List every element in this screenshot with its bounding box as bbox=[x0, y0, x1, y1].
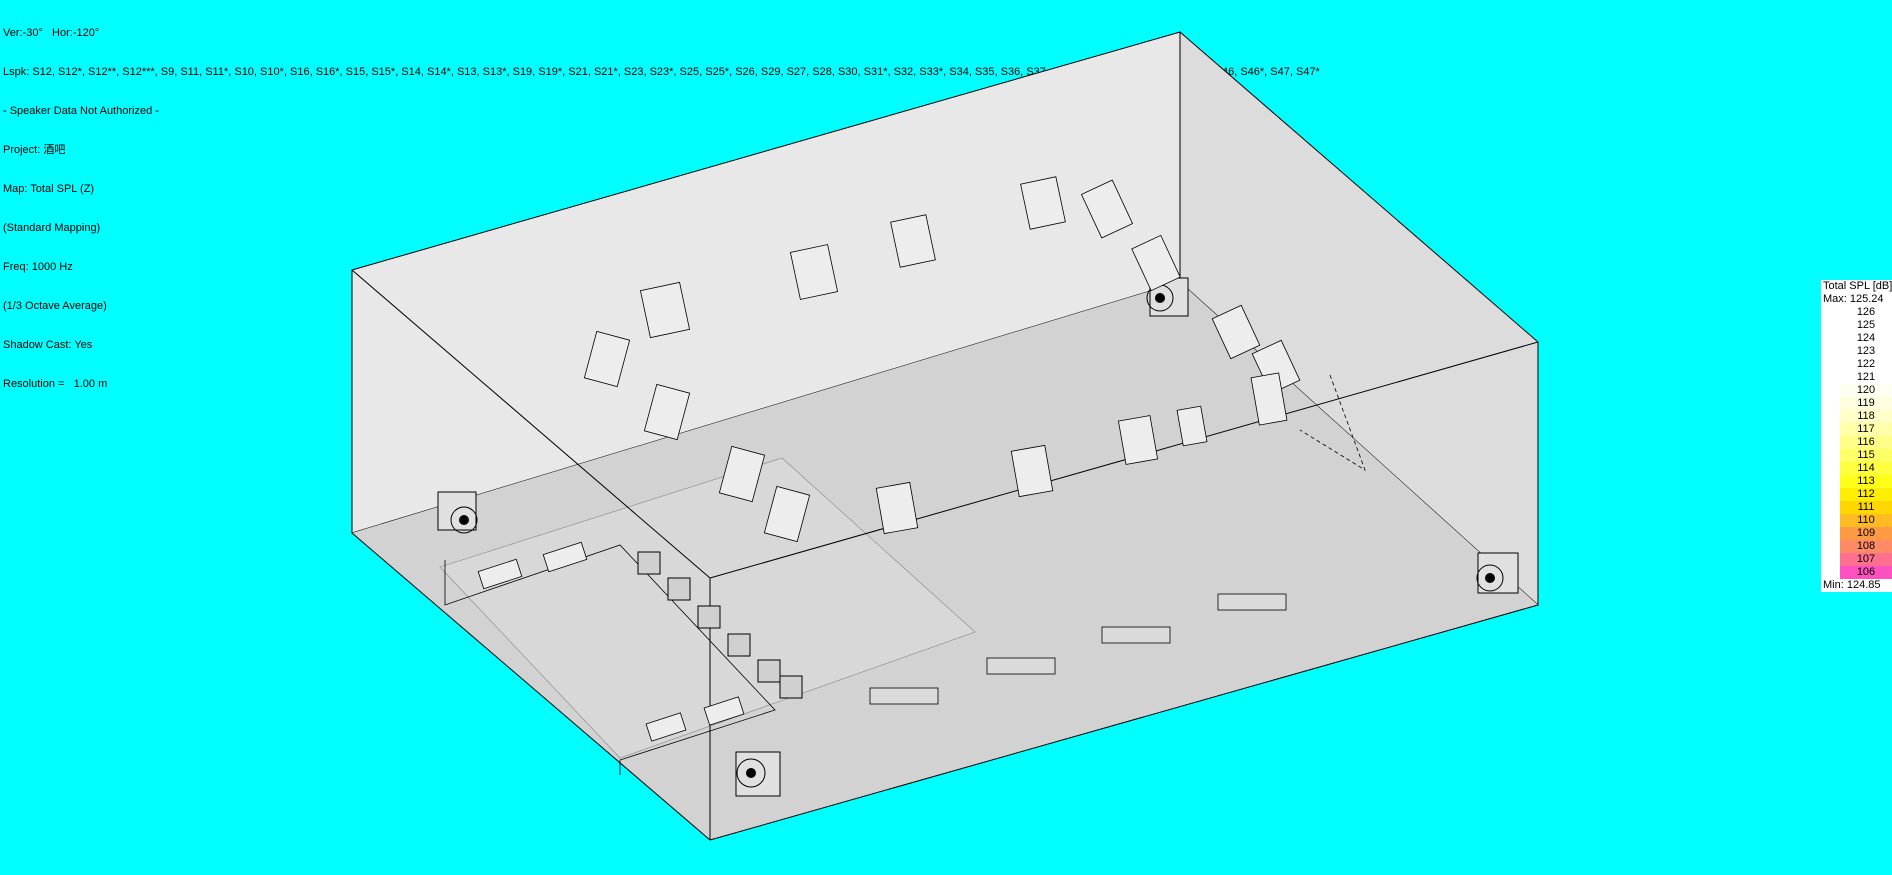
legend-level-label: 112 bbox=[1840, 488, 1892, 501]
legend-gap bbox=[1821, 488, 1840, 501]
legend-gap bbox=[1821, 475, 1840, 488]
legend-gap bbox=[1821, 345, 1840, 358]
floor-edge bbox=[351, 532, 711, 841]
subwoofer-cabinet[interactable] bbox=[1476, 552, 1519, 594]
legend-level-label: 123 bbox=[1840, 345, 1892, 358]
legend-level-label: 114 bbox=[1840, 462, 1892, 475]
line-array-cluster[interactable] bbox=[869, 593, 1287, 705]
legend-level-label: 111 bbox=[1840, 501, 1892, 514]
legend-gap bbox=[1821, 566, 1840, 579]
project-text: Project: 酒吧 bbox=[3, 144, 66, 156]
resolution-text: Resolution = 1.00 m bbox=[3, 378, 108, 390]
legend-level: 116 bbox=[1821, 436, 1892, 449]
legend-level: 117 bbox=[1821, 423, 1892, 436]
legend-level-label: 126 bbox=[1840, 306, 1892, 319]
legend-level-label: 119 bbox=[1840, 397, 1892, 410]
legend-gap bbox=[1821, 514, 1840, 527]
legend-level-label: 107 bbox=[1840, 553, 1892, 566]
bar-speaker-array[interactable] bbox=[637, 551, 803, 699]
mapping-text: (Standard Mapping) bbox=[3, 222, 101, 234]
legend-level: 120 bbox=[1821, 384, 1892, 397]
legend-level: 114 bbox=[1821, 462, 1892, 475]
legend-gap bbox=[1821, 501, 1840, 514]
floor-edge bbox=[709, 604, 1539, 841]
legend-gap bbox=[1821, 423, 1840, 436]
legend-gap bbox=[1821, 319, 1840, 332]
legend-level: 122 bbox=[1821, 358, 1892, 371]
legend-level-label: 109 bbox=[1840, 527, 1892, 540]
legend-level-label: 121 bbox=[1840, 371, 1892, 384]
legend-gap bbox=[1821, 397, 1840, 410]
legend-level-label: 115 bbox=[1840, 449, 1892, 462]
legend-level: 113 bbox=[1821, 475, 1892, 488]
legend-level: 112 bbox=[1821, 488, 1892, 501]
legend-level-label: 124 bbox=[1840, 332, 1892, 345]
legend-gap bbox=[1821, 358, 1840, 371]
legend-level: 106 bbox=[1821, 566, 1892, 579]
ceiling-edge bbox=[709, 341, 1539, 579]
legend-gap bbox=[1821, 449, 1840, 462]
legend-level-label: 113 bbox=[1840, 475, 1892, 488]
legend-level: 118 bbox=[1821, 410, 1892, 423]
legend-level-label: 122 bbox=[1840, 358, 1892, 371]
legend-title: Total SPL [dB] bbox=[1821, 280, 1892, 293]
legend-gap bbox=[1821, 332, 1840, 345]
map-text: Map: Total SPL (Z) bbox=[3, 183, 95, 195]
legend-gap bbox=[1821, 540, 1840, 553]
legend-level: 119 bbox=[1821, 397, 1892, 410]
legend-level: 108 bbox=[1821, 540, 1892, 553]
authorization-text: - Speaker Data Not Authorized - bbox=[3, 105, 159, 117]
legend-level-label: 120 bbox=[1840, 384, 1892, 397]
legend-level-label: 116 bbox=[1840, 436, 1892, 449]
legend-level: 126 bbox=[1821, 306, 1892, 319]
wall-speakers[interactable] bbox=[477, 176, 1301, 742]
legend-level: 125 bbox=[1821, 319, 1892, 332]
legend-gap bbox=[1821, 527, 1840, 540]
legend-gap bbox=[1821, 553, 1840, 566]
ceiling-edge bbox=[351, 269, 711, 579]
legend-level-label: 108 bbox=[1840, 540, 1892, 553]
legend-gap bbox=[1821, 384, 1840, 397]
legend-level-label: 117 bbox=[1840, 423, 1892, 436]
legend-gap bbox=[1821, 436, 1840, 449]
legend-min: Min: 124.85 bbox=[1821, 579, 1892, 592]
view-angles-text: Ver:-30° Hor:-120° bbox=[3, 27, 100, 39]
legend-level: 110 bbox=[1821, 514, 1892, 527]
subwoofer-cabinet[interactable] bbox=[735, 751, 781, 797]
legend-gap bbox=[1821, 371, 1840, 384]
legend-level: 115 bbox=[1821, 449, 1892, 462]
legend-gap bbox=[1821, 306, 1840, 319]
shadow-text: Shadow Cast: Yes bbox=[3, 339, 93, 351]
legend-level: 111 bbox=[1821, 501, 1892, 514]
frequency-text: Freq: 1000 Hz bbox=[3, 261, 73, 273]
legend-level: 121 bbox=[1821, 371, 1892, 384]
legend-max: Max: 125.24 bbox=[1821, 293, 1892, 306]
legend-level: 123 bbox=[1821, 345, 1892, 358]
legend-gap bbox=[1821, 462, 1840, 475]
subwoofer-cabinet[interactable] bbox=[437, 491, 478, 534]
legend-level-label: 118 bbox=[1840, 410, 1892, 423]
legend-level: 109 bbox=[1821, 527, 1892, 540]
averaging-text: (1/3 Octave Average) bbox=[3, 300, 107, 312]
legend-gap bbox=[1821, 410, 1840, 423]
legend-level-label: 125 bbox=[1840, 319, 1892, 332]
bar-counter-outline bbox=[1299, 374, 1366, 471]
legend-level: 124 bbox=[1821, 332, 1892, 345]
legend-level-label: 106 bbox=[1840, 566, 1892, 579]
legend-level-label: 110 bbox=[1840, 514, 1892, 527]
legend-level: 107 bbox=[1821, 553, 1892, 566]
